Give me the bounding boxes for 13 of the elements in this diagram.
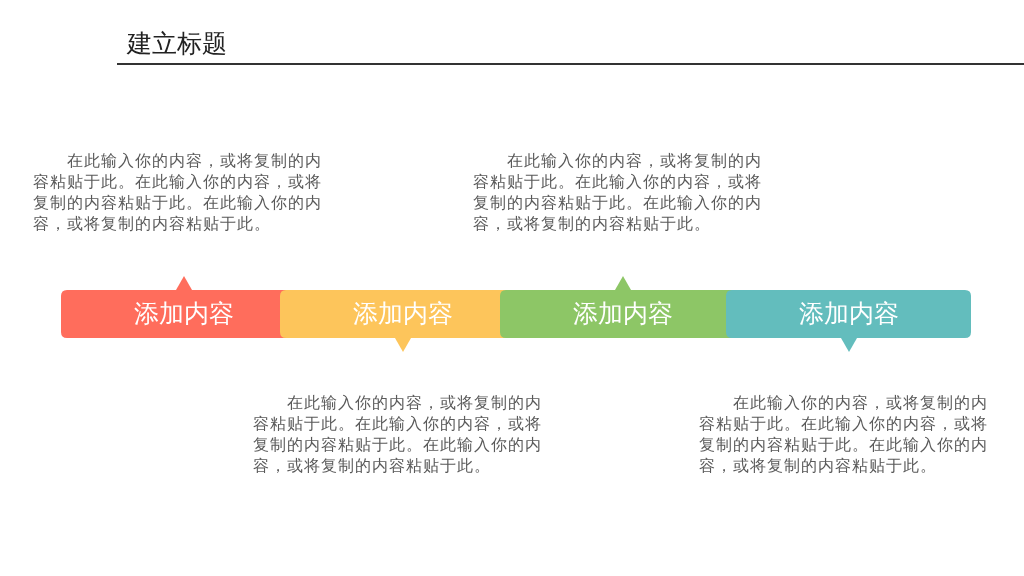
body-paragraph: 在此输入你的内容，或将复制的内容粘贴于此。在此输入你的内容，或将复制的内容粘贴于此。在此输入你的内容，或将复制的内容粘贴于此。: [473, 150, 763, 234]
banner-label: 添加内容: [572, 299, 673, 329]
banner-label: 添加内容: [352, 299, 453, 329]
banner-segment: [500, 290, 726, 338]
title: 建立标题: [127, 28, 227, 60]
body-paragraph: 在此输入你的内容，或将复制的内容粘贴于此。在此输入你的内容，或将复制的内容粘贴于此。在此输入你的内容，或将复制的内容粘贴于此。: [33, 150, 323, 234]
body-paragraph: 在此输入你的内容，或将复制的内容粘贴于此。在此输入你的内容，或将复制的内容粘贴于此。在此输入你的内容，或将复制的内容粘贴于此。: [253, 392, 543, 476]
banner-segment: [280, 290, 500, 338]
banner-segment: [61, 290, 280, 338]
body-paragraph: 在此输入你的内容，或将复制的内容粘贴于此。在此输入你的内容，或将复制的内容粘贴于此。在此输入你的内容，或将复制的内容粘贴于此。: [699, 392, 989, 476]
banner-label: 添加内容: [133, 299, 234, 329]
banner-label: 添加内容: [798, 299, 899, 329]
banner-segment: [726, 290, 971, 338]
